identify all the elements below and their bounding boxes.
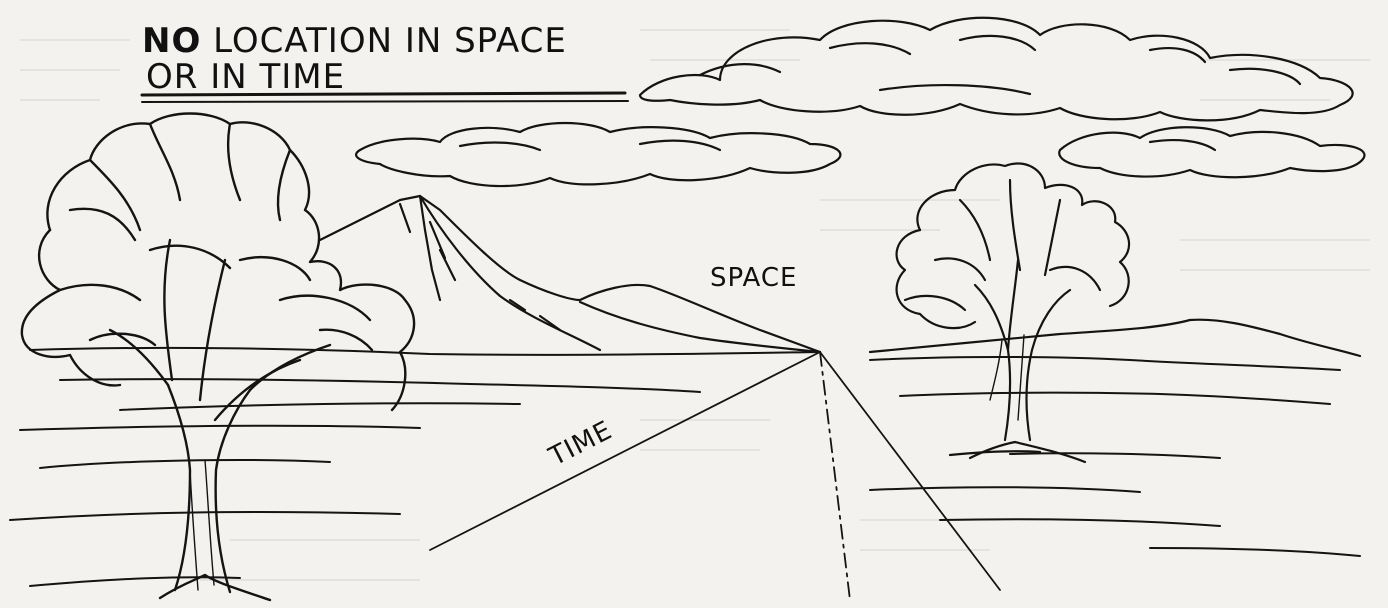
space-label: SPACE [710, 263, 797, 293]
heading-underline-1 [142, 93, 625, 95]
heading-bold-word: NO [142, 21, 201, 61]
tree-right [897, 163, 1129, 462]
ground-lines [10, 348, 1360, 586]
cloud-right [1059, 127, 1364, 177]
heading-line-2: OR IN TIME [146, 57, 345, 97]
mountain-range [320, 196, 1360, 356]
heading: NO LOCATION IN SPACE OR IN TIME [142, 21, 628, 102]
perspective-road [430, 352, 1000, 600]
heading-line-1-rest: LOCATION IN SPACE [201, 21, 567, 61]
time-label: TIME [544, 415, 618, 472]
heading-line-1: NO LOCATION IN SPACE [142, 21, 567, 61]
cloud-upper-right [640, 18, 1353, 121]
paper-texture [20, 30, 1370, 580]
cloud-middle [356, 123, 840, 186]
heading-underline-2 [142, 101, 628, 102]
tree-left [22, 114, 414, 601]
